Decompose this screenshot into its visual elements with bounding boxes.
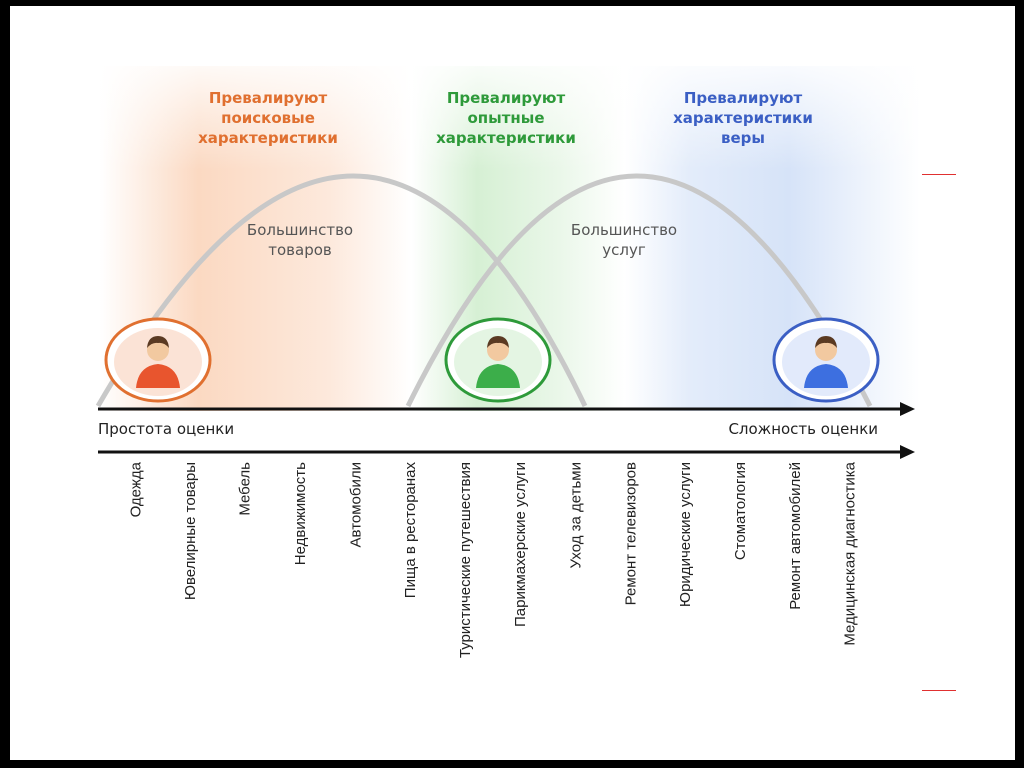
heading-search: Превалируют поисковые характеристики: [198, 89, 338, 147]
category-label: Парикмахерские услуги: [512, 462, 529, 627]
person-circle-search: [102, 316, 214, 404]
arc-services: [405, 173, 873, 408]
slide: Превалируют поисковые характеристики Пре…: [10, 6, 1015, 760]
person-circle-experience: [442, 316, 554, 404]
axis-label-left: Простота оценки: [98, 420, 235, 438]
category-label: Автомобили: [347, 462, 364, 548]
red-mark-top: [922, 174, 956, 175]
person-icon: [772, 317, 880, 403]
heading-credence: Превалируют характеристики веры: [673, 89, 813, 147]
category-label: Стоматология: [732, 462, 749, 561]
axis-bottom-arrowhead: [900, 445, 915, 459]
person-icon: [444, 317, 552, 403]
person-icon: [104, 317, 212, 403]
tiny-caption: [10, 6, 140, 10]
person-circle-credence: [770, 316, 882, 404]
group-label-goods: Большинство товаров: [246, 221, 354, 259]
category-label: Ремонт автомобилей: [787, 462, 804, 610]
category-label: Юридические услуги: [677, 462, 694, 608]
heading-experience: Превалируют опытные характеристики: [436, 89, 576, 147]
category-label: Туристические путешествия: [457, 462, 474, 659]
diagram-graphics: [95, 66, 920, 459]
axis-top-arrowhead: [900, 402, 915, 416]
category-label: Ювелирные товары: [182, 462, 199, 601]
category-label: Мебель: [237, 462, 254, 516]
axis-label-right: Сложность оценки: [728, 420, 878, 438]
category-label: Одежда: [127, 462, 144, 518]
category-label: Ремонт телевизоров: [622, 462, 639, 606]
red-mark-bottom: [922, 690, 956, 691]
category-label: Медицинская диагностика: [842, 462, 859, 646]
group-label-services: Большинство услуг: [570, 221, 678, 259]
category-label: Пища в ресторанах: [402, 462, 419, 599]
category-label: Уход за детьми: [567, 462, 584, 569]
arc-goods: [95, 173, 588, 408]
category-label: Недвижимость: [292, 462, 309, 566]
